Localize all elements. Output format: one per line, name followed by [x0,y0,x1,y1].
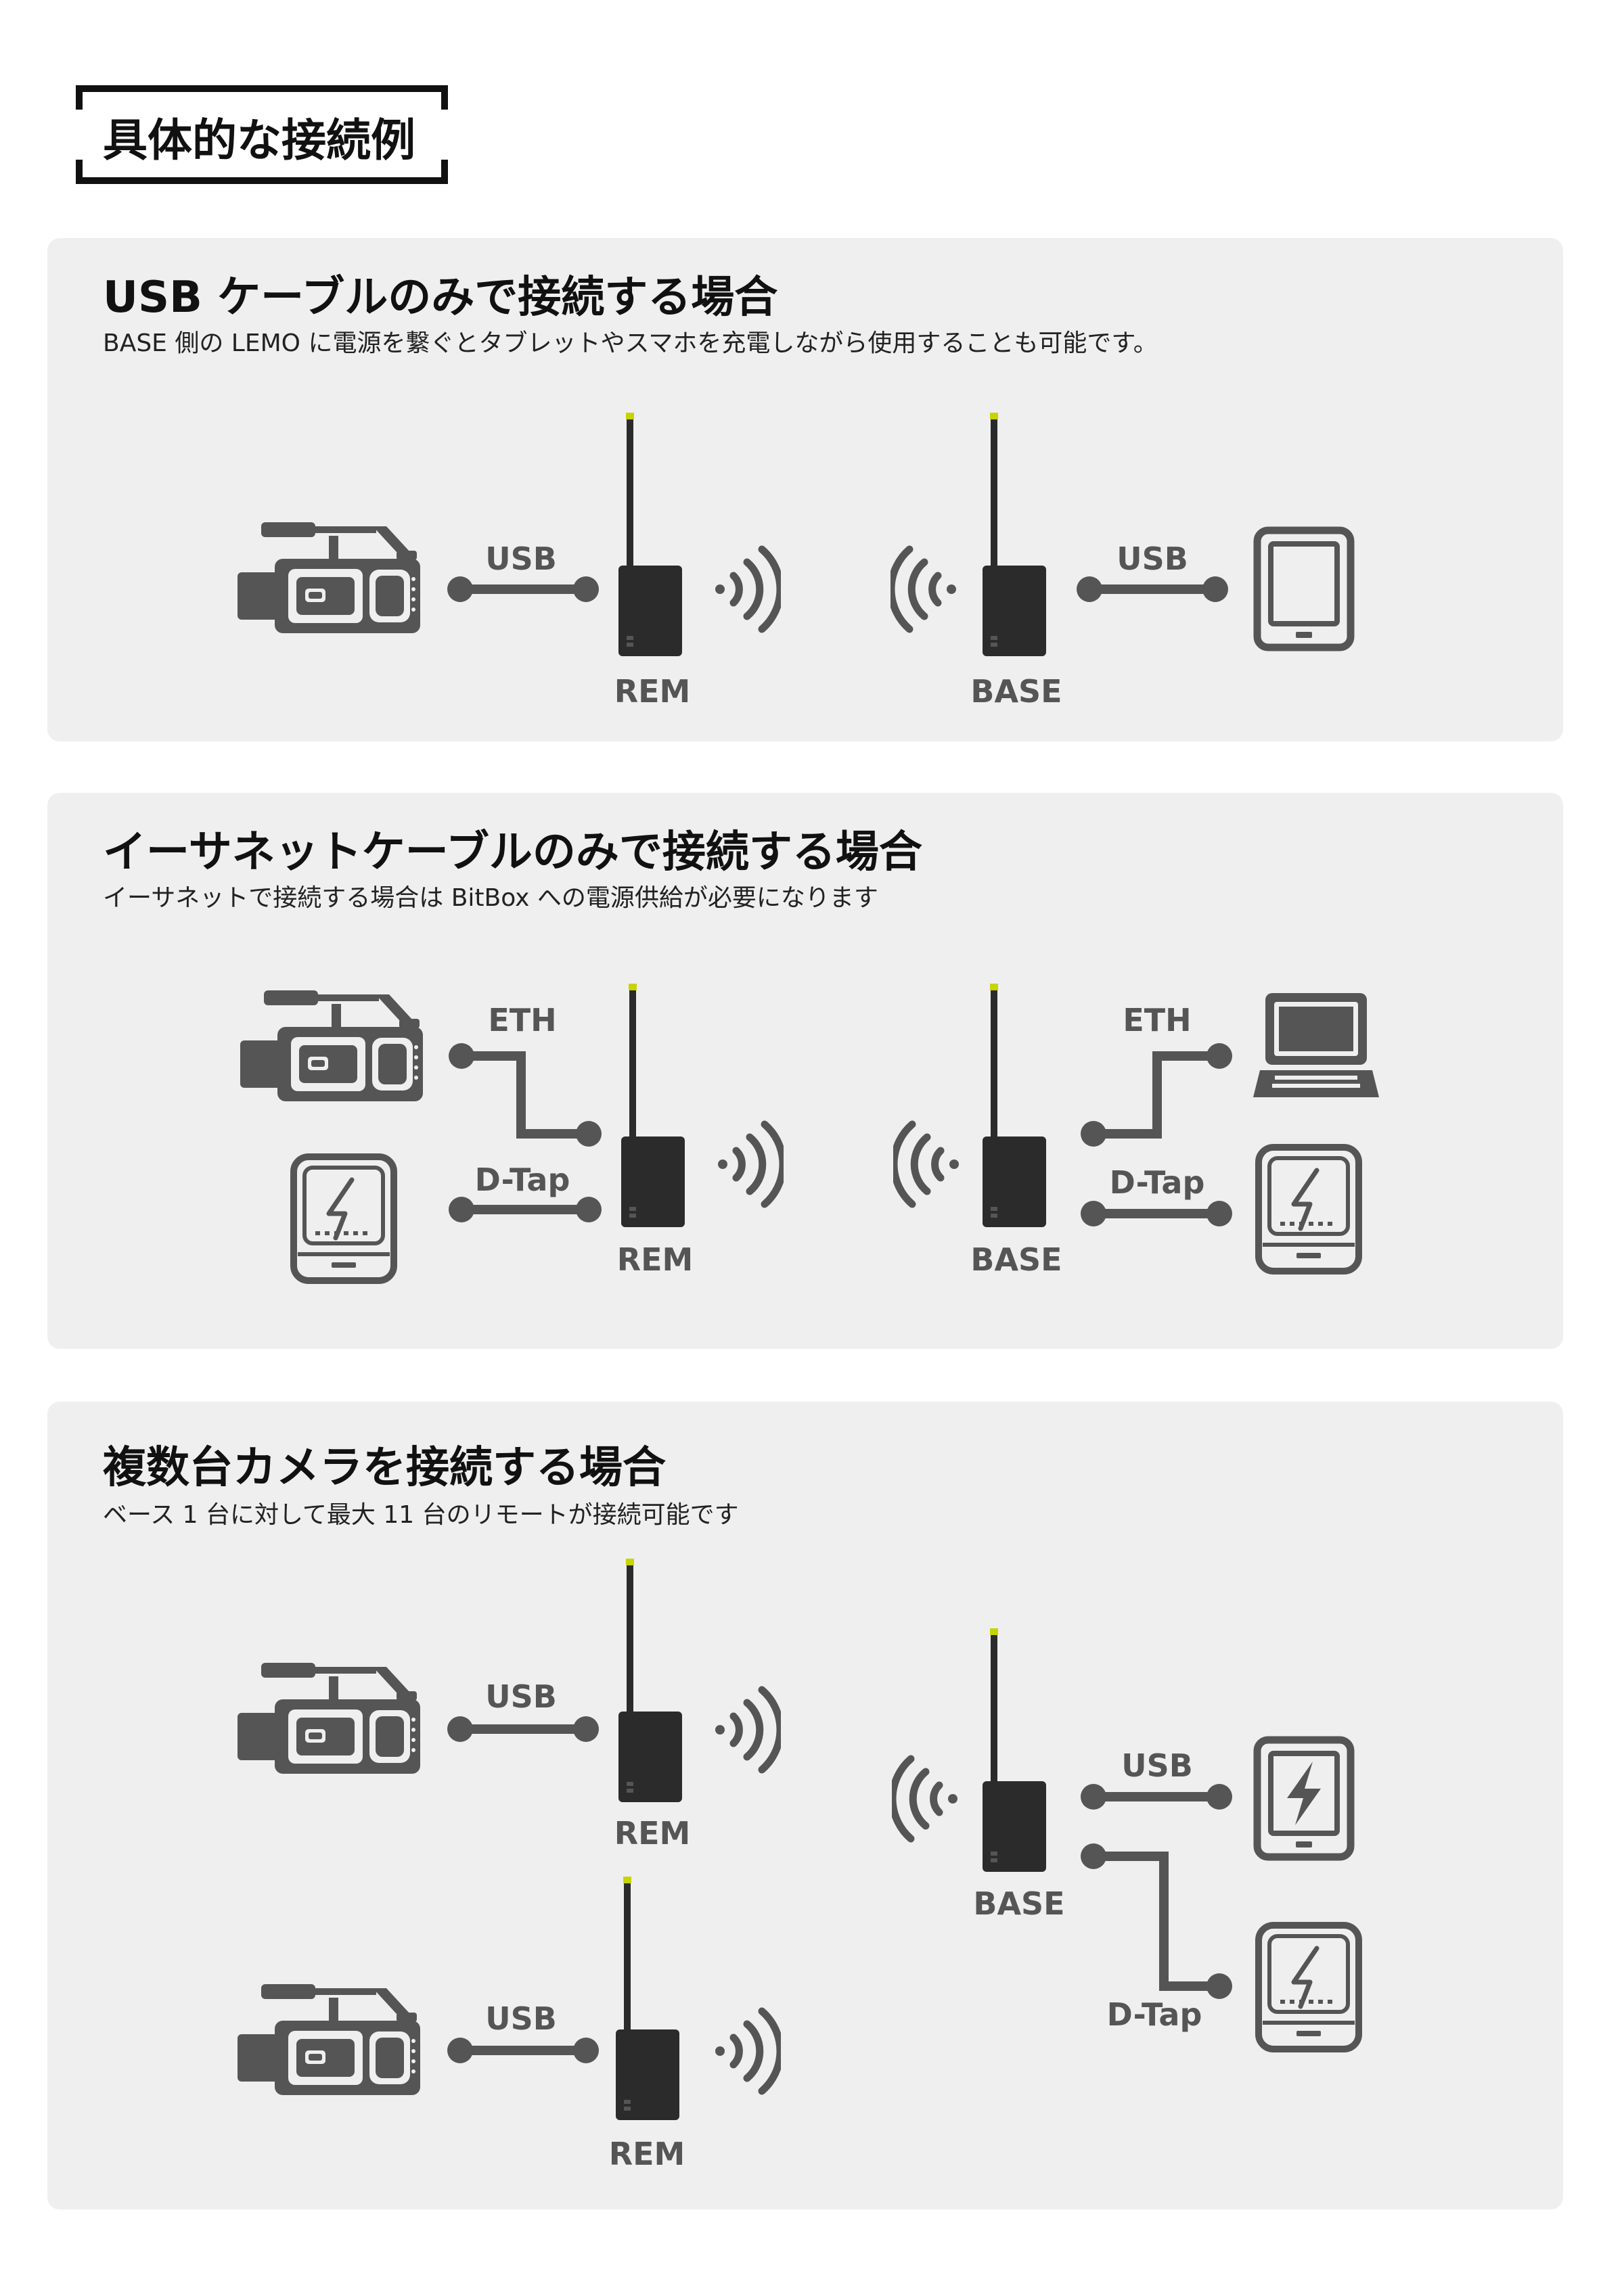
base-device [983,1628,1046,1872]
laptop-icon [1253,993,1379,1097]
wireless-signal-icon [715,549,780,629]
dtap-cable-left [449,1197,602,1222]
page-title-frame: 具体的な接続例 [76,85,448,184]
panel-title: イーサネットケーブルのみで接続する場合 [103,827,922,877]
dtap-label-right: D-Tap [1110,1164,1205,1201]
camera-icon [238,522,420,633]
camera-icon [238,1984,420,2095]
camera-icon [238,1663,420,1774]
usb-cable-right [1077,576,1228,602]
camera-icon [240,990,423,1101]
panel-description: ベース 1 台に対して最大 11 台のリモートが接続可能です [103,1501,739,1529]
wireless-signal-icon [891,549,956,629]
usb-only-diagram: USB REM BASE USB [238,413,1563,710]
eth-cable-left [449,1043,602,1147]
wireless-signal-icon [893,1759,957,1839]
eth-label-left: ETH [488,1002,556,1038]
rem-label-bottom: REM [609,2136,685,2172]
title-bracket-bottom [76,160,448,184]
base-device [983,413,1046,656]
eth-label-right: ETH [1123,1002,1191,1038]
wireless-signal-icon [715,1690,780,1770]
usb-cable-left [447,576,599,602]
rem-device [618,1559,682,1802]
battery-icon [294,1157,394,1281]
usb-label-left: USB [485,541,557,577]
rem-device [621,984,685,1227]
rem-device [616,1877,679,2120]
wireless-signal-icon [715,2011,780,2091]
usb-label-bottom: USB [485,2000,557,2037]
battery-icon [1259,1147,1359,1271]
dtap-cable-right [1081,1201,1232,1226]
multi-camera-diagram: USB REM USB REM BASE USB D-Tap [238,1559,1563,2172]
rem-label-top: REM [614,1815,691,1852]
wireless-signal-icon [894,1124,959,1204]
panel-title: USB ケーブルのみで接続する場合 [103,273,778,323]
usb-label-right: USB [1121,1747,1193,1784]
panel-description: BASE 側の LEMO に電源を繋ぐとタブレットやスマホを充電しながら使用する… [103,329,1158,357]
usb-cable-bottom [447,2038,599,2063]
panel-title: 複数台カメラを接続する場合 [103,1443,666,1493]
multi-camera-panel: 複数台カメラを接続する場合 ベース 1 台に対して最大 11 台のリモートが接続… [47,1402,1563,2209]
usb-cable-right [1081,1784,1232,1810]
dtap-label-right: D-Tap [1107,1996,1202,2033]
base-label: BASE [973,1885,1064,1922]
tablet-icon [1257,1740,1351,1857]
page-title: 具体的な接続例 [103,114,415,166]
eth-cable-right [1081,1043,1232,1147]
usb-label-right: USB [1116,541,1188,577]
wireless-signal-icon [718,1124,783,1204]
panel-description: イーサネットで接続する場合は BitBox への電源供給が必要になります [103,884,878,912]
ethernet-diagram: ETH D-Tap REM BASE ETH D-Tap [240,984,1379,1349]
usb-label-top: USB [485,1678,557,1715]
rem-device [618,413,682,656]
base-label: BASE [970,1241,1062,1278]
usb-only-panel: USB ケーブルのみで接続する場合 BASE 側の LEMO に電源を繋ぐとタブ… [47,238,1563,741]
base-device [983,984,1046,1227]
dtap-cable-right [1081,1843,1232,1999]
title-bracket-top [76,85,448,110]
ethernet-panel: イーサネットケーブルのみで接続する場合 イーサネットで接続する場合は BitBo… [47,793,1563,1349]
tablet-icon [1257,530,1351,647]
usb-cable-top [447,1716,599,1742]
dtap-label-left: D-Tap [475,1162,570,1198]
base-label: BASE [970,673,1062,710]
rem-label: REM [614,673,691,710]
rem-label: REM [617,1241,694,1278]
battery-icon [1259,1925,1359,2049]
